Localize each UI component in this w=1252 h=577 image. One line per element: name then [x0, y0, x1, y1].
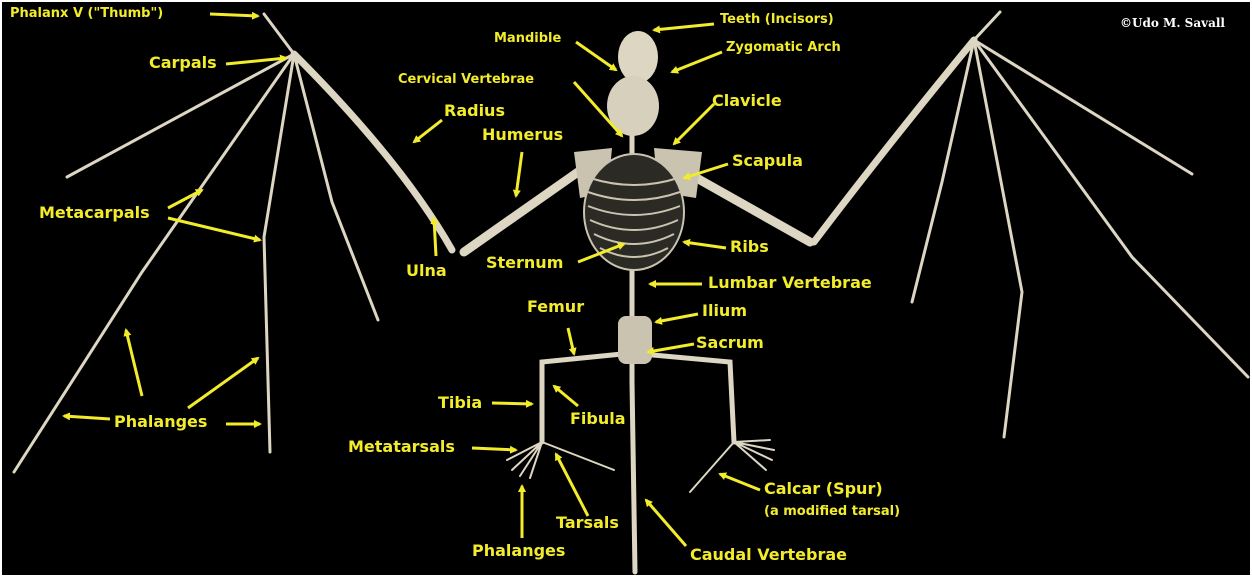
right-wing-bones — [814, 12, 1248, 437]
label-tarsals: Tarsals — [556, 514, 619, 532]
label-ulna: Ulna — [406, 262, 447, 280]
label-zygomatic-arch: Zygomatic Arch — [726, 40, 841, 55]
label-tibia: Tibia — [438, 394, 482, 412]
label-mandible: Mandible — [494, 31, 561, 46]
label-phalanges-wing: Phalanges — [114, 413, 207, 431]
label-phalanx-v-thumb: Phalanx V ("Thumb") — [10, 6, 163, 21]
label-calcar: Calcar (Spur) — [764, 480, 883, 498]
label-sacrum: Sacrum — [696, 334, 764, 352]
skull — [607, 31, 659, 136]
right-calcar — [690, 442, 734, 492]
right-humerus — [686, 172, 810, 242]
right-leg — [642, 354, 734, 442]
pelvis — [618, 316, 652, 364]
feet — [507, 440, 774, 478]
label-ilium: Ilium — [702, 302, 747, 320]
left-wing-bones — [14, 14, 452, 472]
label-caudal-vertebrae: Caudal Vertebrae — [690, 546, 847, 564]
label-calcar-note: (a modified tarsal) — [764, 504, 900, 519]
label-femur: Femur — [527, 298, 584, 316]
label-metacarpals: Metacarpals — [39, 204, 150, 222]
label-cervical-vertebrae: Cervical Vertebrae — [398, 72, 534, 87]
label-metatarsals: Metatarsals — [348, 438, 455, 456]
label-ribs: Ribs — [730, 238, 769, 256]
left-humerus — [464, 172, 578, 252]
label-carpals: Carpals — [149, 54, 217, 72]
label-teeth: Teeth (Incisors) — [720, 12, 834, 27]
label-radius: Radius — [444, 102, 505, 120]
label-clavicle: Clavicle — [712, 92, 782, 110]
label-phalanges-foot: Phalanges — [472, 542, 565, 560]
left-leg — [542, 354, 622, 442]
left-calcar — [542, 442, 614, 470]
label-fibula: Fibula — [570, 410, 626, 428]
label-sternum: Sternum — [486, 254, 563, 272]
label-scapula: Scapula — [732, 152, 803, 170]
label-lumbar-vertebrae: Lumbar Vertebrae — [708, 274, 872, 292]
label-humerus: Humerus — [482, 126, 563, 144]
credit-text: ©Udo M. Savall — [1120, 16, 1225, 30]
